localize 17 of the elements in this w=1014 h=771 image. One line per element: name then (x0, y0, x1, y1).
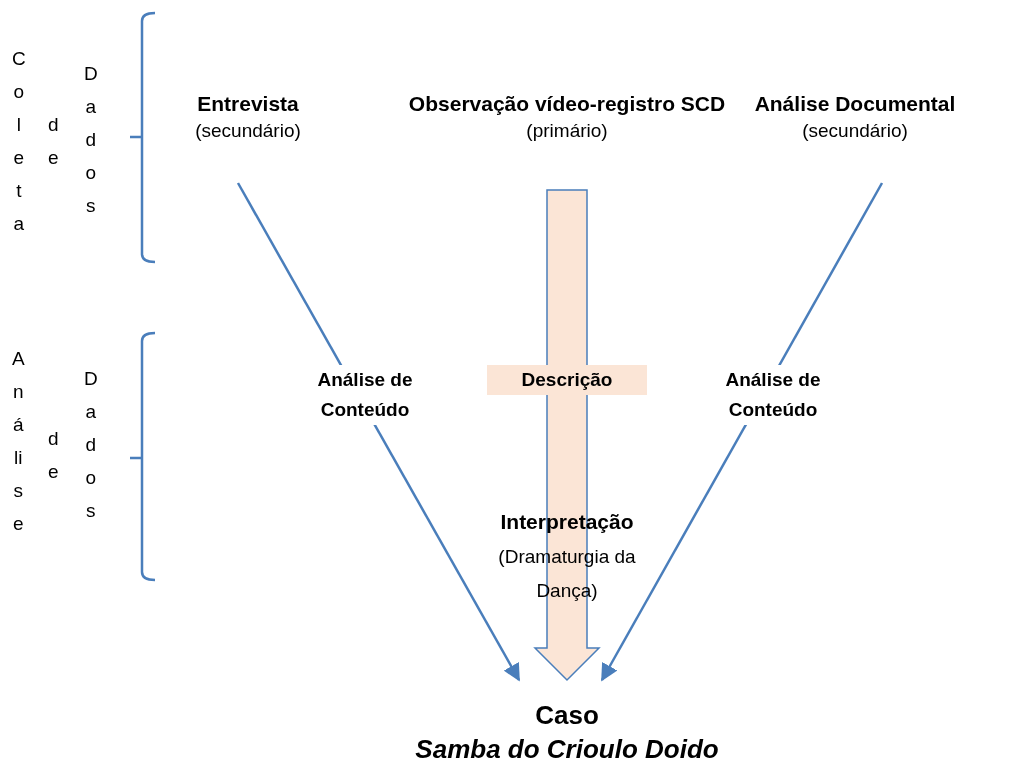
arrow (236, 182, 521, 682)
annotation-text: (Dramaturgia da Dança) (497, 545, 637, 603)
block-arrow (533, 189, 601, 682)
edge-label: Descrição (487, 365, 647, 395)
annotation-text: Interpretação (499, 509, 635, 535)
arrow (600, 182, 884, 682)
side-label: Análise (12, 347, 25, 536)
side-label: Coleta (12, 47, 26, 236)
node-subtitle: (primário) (525, 119, 609, 143)
side-label: de (48, 427, 59, 484)
side-label: Dados (84, 367, 98, 523)
side-label: de (48, 113, 59, 170)
side-label: Dados (84, 62, 98, 218)
node-label: Caso (535, 700, 599, 730)
node-label: Entrevista (197, 92, 299, 115)
node-title: Observação vídeo-registro SCD (407, 91, 727, 117)
node-label: Análise Documental (754, 92, 956, 115)
